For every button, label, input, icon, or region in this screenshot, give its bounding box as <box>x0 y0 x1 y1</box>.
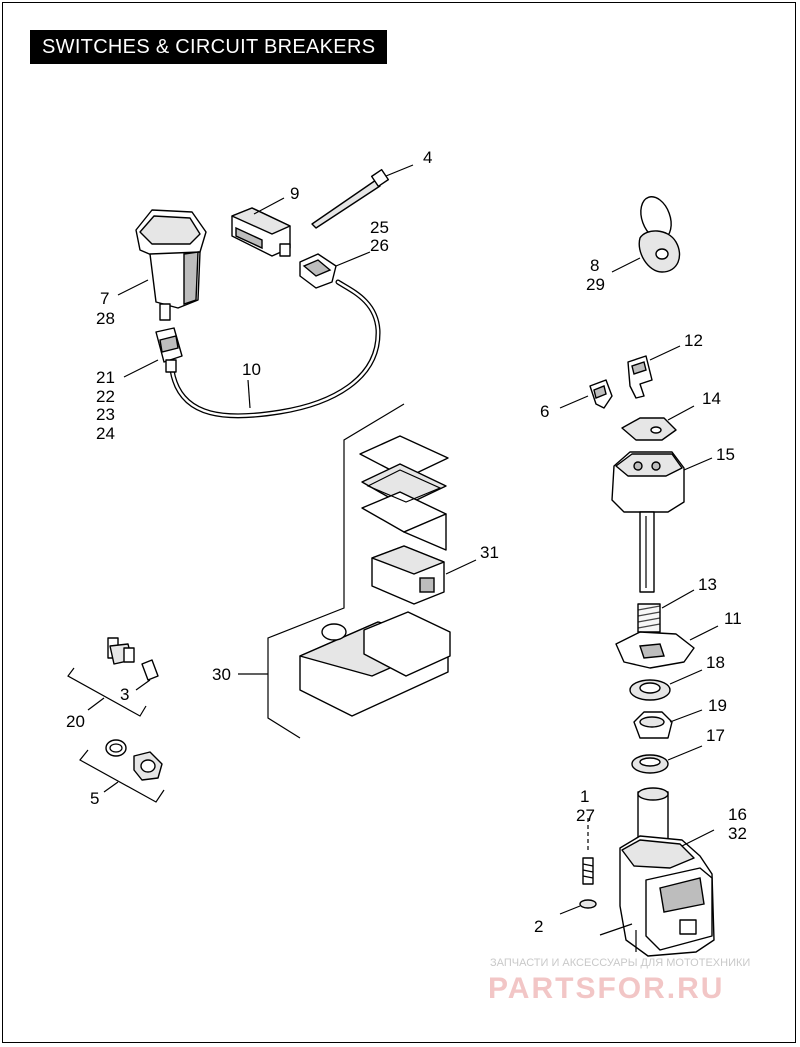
screw-washer-parts <box>559 818 597 915</box>
callout-27: 27 <box>576 806 595 825</box>
page-title: SWITCHES & CIRCUIT BREAKERS <box>30 30 388 64</box>
callout-10: 10 <box>242 360 261 379</box>
lock-plate-part <box>615 625 719 669</box>
callout-17: 17 <box>706 726 725 745</box>
fuse-box-assembly-part <box>238 403 451 739</box>
callout-32: 32 <box>728 824 747 843</box>
callout-1: 1 <box>580 787 589 806</box>
callout-14: 14 <box>702 389 721 408</box>
callout-19: 19 <box>708 696 727 715</box>
ignition-switch-body-part <box>599 787 715 957</box>
spring-part <box>637 589 695 633</box>
callout-9: 9 <box>290 184 299 203</box>
callout-3: 3 <box>120 685 129 704</box>
callout-6: 6 <box>540 402 549 421</box>
watermark: ЗАПЧАСТИ И АКСЕССУАРЫ ДЛЯ МОТОТЕХНИКИ PA… <box>488 957 750 1005</box>
callout-28: 28 <box>96 309 115 328</box>
callout-26: 26 <box>370 236 389 255</box>
switch-housing-part <box>117 209 207 321</box>
key-ring-part <box>611 196 681 273</box>
callout-21: 21 <box>96 368 115 387</box>
callout-12: 12 <box>684 331 703 350</box>
key-parts <box>559 345 681 409</box>
cover-plate-part <box>621 405 695 441</box>
callout-labels: 4 9 25 26 7 28 10 21 22 23 24 8 29 12 6 … <box>66 148 747 936</box>
callout-24: 24 <box>96 424 115 443</box>
callout-31: 31 <box>480 543 499 562</box>
plug-oring-part <box>79 739 165 803</box>
callout-7: 7 <box>100 289 109 308</box>
circuit-breaker-part <box>67 637 159 717</box>
fuse-module-part <box>371 545 477 605</box>
callout-5: 5 <box>90 789 99 808</box>
callout-13: 13 <box>698 575 717 594</box>
callout-20: 20 <box>66 712 85 731</box>
callout-29: 29 <box>586 275 605 294</box>
watermark-brand: PARTSFOR.RU <box>488 972 724 1005</box>
watermark-tagline: ЗАПЧАСТИ И АКСЕССУАРЫ ДЛЯ МОТОТЕХНИКИ <box>490 957 750 969</box>
cable-tie-part <box>311 164 414 229</box>
callout-18: 18 <box>706 653 725 672</box>
callout-16: 16 <box>728 805 747 824</box>
switch-knob-part <box>611 451 713 593</box>
callout-2: 2 <box>534 917 543 936</box>
callout-25: 25 <box>370 218 389 237</box>
callout-23: 23 <box>96 405 115 424</box>
callout-15: 15 <box>716 445 735 464</box>
wiring-harness-part <box>123 251 381 419</box>
relay-block-part <box>231 197 291 257</box>
callout-30: 30 <box>212 665 231 684</box>
ring-parts <box>629 669 703 774</box>
callout-8: 8 <box>590 256 599 275</box>
callout-4: 4 <box>423 148 432 167</box>
callout-11: 11 <box>724 609 742 628</box>
callout-22: 22 <box>96 387 115 406</box>
